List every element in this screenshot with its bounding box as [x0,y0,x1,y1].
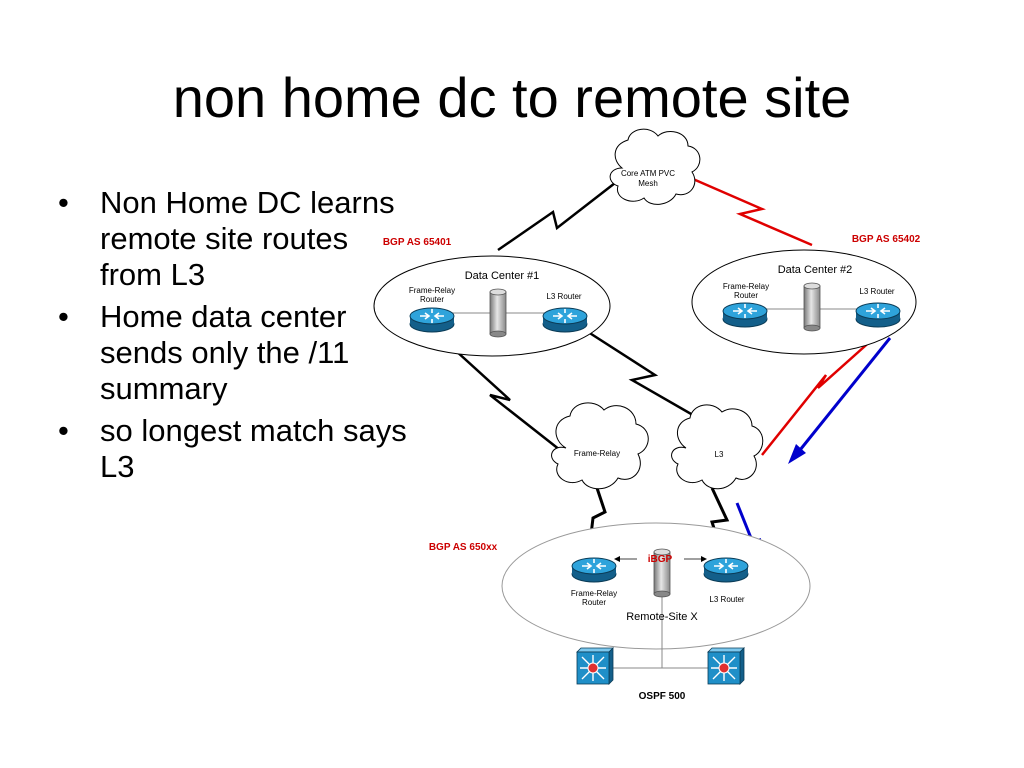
core-cloud-label-line1: Core ATM PVC [621,169,675,178]
data-center-2: Data Center #2 Frame-Relay Router L3 Rou… [691,249,917,355]
dc2-bgp-label: BGP AS 65402 [852,234,921,245]
dc2-server-icon [803,282,821,332]
remote-frame-relay-router-icon [571,557,617,583]
l3-cloud-label: L3 [715,450,724,459]
ibgp-label: iBGP [648,554,673,565]
ibgp-arrow [614,556,707,562]
remote-switch-left-icon [576,647,614,685]
dc2-fr-router-label-line1: Frame-Relay [723,282,769,291]
core-atm-cloud: Core ATM PVC Mesh [609,128,701,205]
dc1-bgp-label: BGP AS 65401 [383,237,452,248]
ospf-label: OSPF 500 [639,691,686,702]
bullet-item: Non Home DC learns remote site routes fr… [58,185,418,293]
dc1-frame-relay-router-icon [409,307,455,333]
remote-site-x: iBGP Frame-Relay Router L3 Router Remote… [501,522,811,669]
link-core-dc2 [692,177,813,247]
dc1-server-icon [489,288,507,338]
remote-l3-router-icon [703,557,749,583]
dc1-l3-router-label: L3 Router [546,292,581,301]
dc2-l3-router-icon [855,302,901,328]
link-dc1-l3 [584,328,713,428]
l3-cloud: L3 [671,404,764,490]
dc2-frame-relay-router-icon [722,302,768,328]
dc2-l3-router-label: L3 Router [859,287,894,296]
bullet-item: so longest match says L3 [58,413,418,485]
dc1-fr-router-label-line1: Frame-Relay [409,286,455,295]
remote-switch-right-icon [707,647,745,685]
remote-site-title: Remote-Site X [626,611,698,623]
link-dc1-framerelay [432,329,561,451]
dc2-title: Data Center #2 [778,264,853,276]
bullet-list: Non Home DC learns remote site routes fr… [58,185,418,491]
slide-title: non home dc to remote site [172,66,852,129]
dc1-fr-router-label-line2: Router [420,295,444,304]
link-core-dc1 [497,182,616,252]
frame-relay-cloud-label: Frame-Relay [574,449,620,458]
core-cloud-label-line2: Mesh [638,179,658,188]
dc1-title: Data Center #1 [465,270,540,282]
remote-bgp-label: BGP AS 650xx [429,542,498,553]
data-center-1: Data Center #1 Frame-Relay Router L3 Rou… [373,255,611,357]
remote-fr-router-label-line2: Router [582,598,606,607]
link-dc2-l3 [761,329,884,456]
dc2-fr-router-label-line2: Router [734,291,758,300]
blue-arrow-dc2-to-l3 [788,337,892,464]
dc1-l3-router-icon [542,307,588,333]
bullet-item: Home data center sends only the /11 summ… [58,299,418,407]
frame-relay-cloud: Frame-Relay [551,402,649,490]
remote-l3-router-label: L3 Router [709,595,744,604]
remote-fr-router-label-line1: Frame-Relay [571,589,617,598]
